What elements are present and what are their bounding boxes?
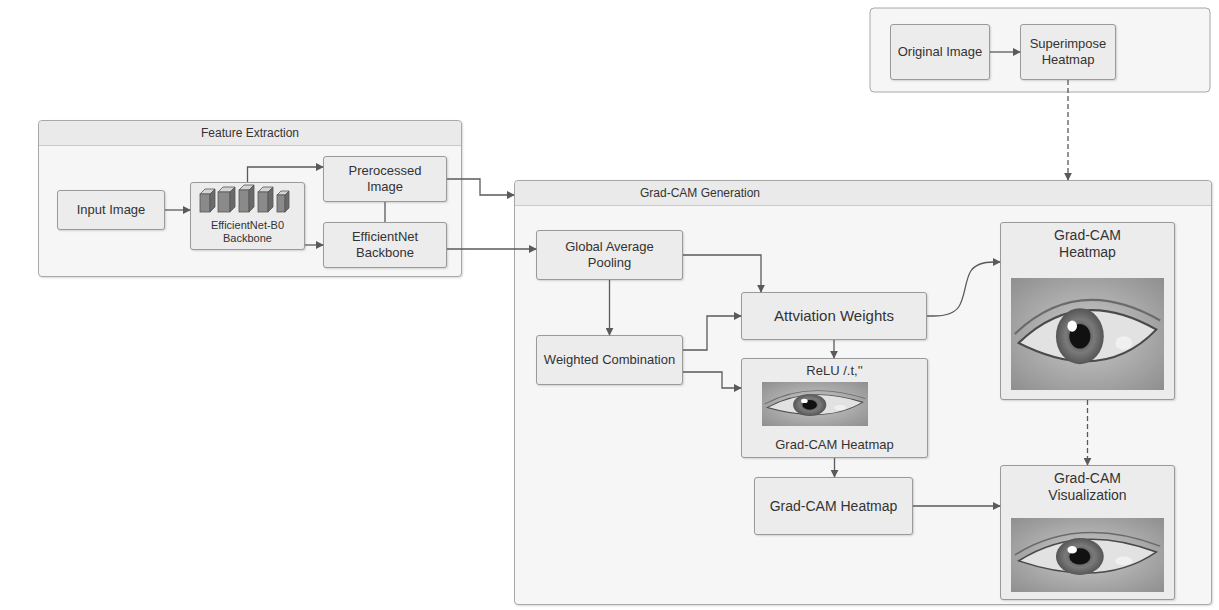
box-label: Grad-CAM Heatmap	[770, 498, 898, 515]
connector-arrow	[683, 255, 761, 292]
connector-arrow	[447, 179, 514, 195]
process-box: Grad-CAM Visualization	[1000, 465, 1175, 600]
eye-image	[1011, 278, 1164, 390]
process-box: ReLU /.t,'' Grad-CAM Heatmap	[741, 358, 928, 458]
connector-arrow	[447, 248, 536, 249]
connector-group	[165, 52, 1088, 506]
dashed-arrow	[1087, 400, 1088, 465]
box-label: Global Average Pooling	[543, 239, 676, 270]
connector-arrow	[683, 316, 741, 350]
box-label: ReLU /.t,''	[806, 363, 862, 379]
process-box: Weighted Combination	[536, 335, 683, 385]
connector-arrow	[248, 167, 324, 182]
dashed-arrow	[1067, 80, 1068, 180]
connector-arrow	[913, 505, 1000, 506]
connector-arrow	[609, 280, 610, 335]
box-label: Grad-CAM Heatmap	[1038, 227, 1138, 261]
top-panel	[870, 8, 1210, 92]
connector-arrow	[384, 202, 385, 222]
box-label: Prerocessed Image	[330, 163, 440, 194]
box-label: EfficientNet Backbone	[330, 229, 440, 260]
process-box: Attviation Weights	[741, 292, 927, 340]
box-label: Attviation Weights	[774, 307, 894, 325]
box-label: Original Image	[898, 44, 983, 60]
box-label: Weighted Combination	[544, 352, 675, 368]
process-box: EfficientNet-B0 Backbone	[190, 182, 305, 250]
connector-arrow	[165, 209, 190, 210]
group-title: Grad-CAM Generation	[515, 181, 1211, 206]
connector-arrow	[683, 372, 741, 388]
process-box: Input Image	[57, 190, 165, 230]
box-label: EfficientNet-B0 Backbone	[197, 219, 298, 245]
process-box: Global Average Pooling	[536, 230, 683, 280]
eye-image	[762, 382, 868, 426]
process-box: Grad-CAM Heatmap	[1000, 222, 1175, 400]
process-box: Grad-CAM Heatmap	[754, 477, 913, 535]
process-box: Prerocessed Image	[323, 156, 447, 202]
box-label: Input Image	[77, 202, 146, 218]
backbone-icon	[200, 185, 289, 212]
box-label: Superimpose Heatmap	[1027, 36, 1109, 67]
process-box: Superimpose Heatmap	[1020, 24, 1116, 80]
process-box: EfficientNet Backbone	[323, 222, 447, 268]
eye-image	[1011, 518, 1164, 592]
connector-arrow	[990, 51, 1020, 52]
connector-arrow	[305, 244, 323, 245]
connector-arrow	[927, 262, 1000, 316]
process-box: Original Image	[890, 24, 990, 80]
box-label: Grad-CAM Visualization	[1033, 470, 1143, 504]
group-panel: Grad-CAM GenerationGlobal Average Poolin…	[514, 180, 1212, 605]
group-title: Feature Extraction	[39, 121, 461, 146]
box-label: Grad-CAM Heatmap	[775, 437, 893, 453]
connector-arrow	[833, 340, 834, 358]
connector-arrow	[834, 458, 835, 477]
group-panel: Feature ExtractionInput ImageEfficientNe…	[38, 120, 462, 277]
